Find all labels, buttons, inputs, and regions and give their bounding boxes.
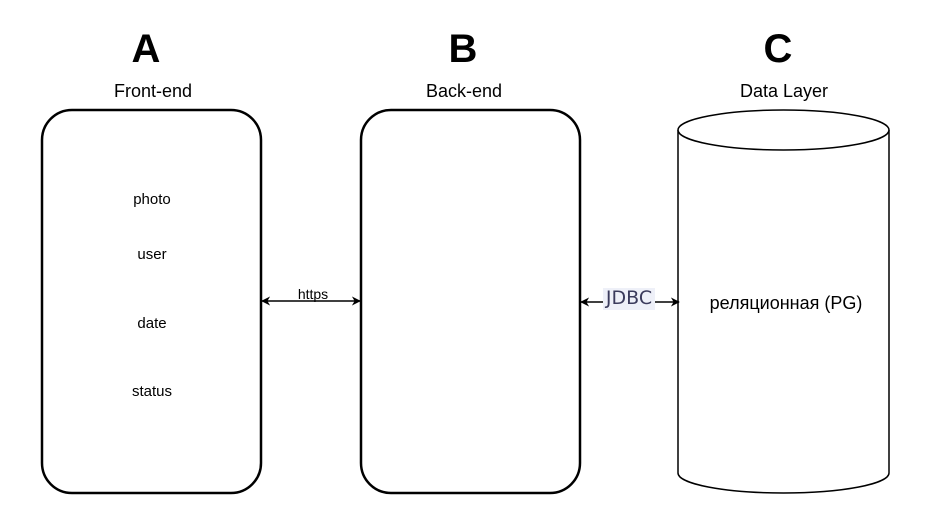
datalayer-caption: Data Layer [740, 81, 828, 101]
datalayer-column: C Data Layer реляционная (PG) [677, 27, 890, 494]
database-cylinder [677, 109, 890, 494]
field-date: date [137, 315, 166, 332]
jdbc-label: JDBC [605, 287, 652, 309]
https-label: https [298, 286, 328, 302]
datalayer-letter: C [764, 27, 793, 71]
backend-caption: Back-end [426, 81, 502, 101]
field-status: status [132, 383, 172, 400]
frontend-caption: Front-end [114, 81, 192, 101]
frontend-column: A Front-end photo user date status [40, 27, 263, 495]
backend-box [359, 108, 582, 495]
jdbc-connection: JDBC [580, 287, 680, 310]
jdbc-label-background [603, 288, 655, 310]
frontend-box [40, 108, 263, 495]
https-connection: https [261, 286, 361, 306]
frontend-letter: A [132, 27, 161, 71]
backend-letter: B [449, 27, 478, 71]
database-label: реляционная (PG) [710, 293, 863, 313]
field-photo: photo [133, 191, 171, 208]
field-user: user [137, 246, 166, 263]
backend-column: B Back-end [359, 27, 582, 495]
